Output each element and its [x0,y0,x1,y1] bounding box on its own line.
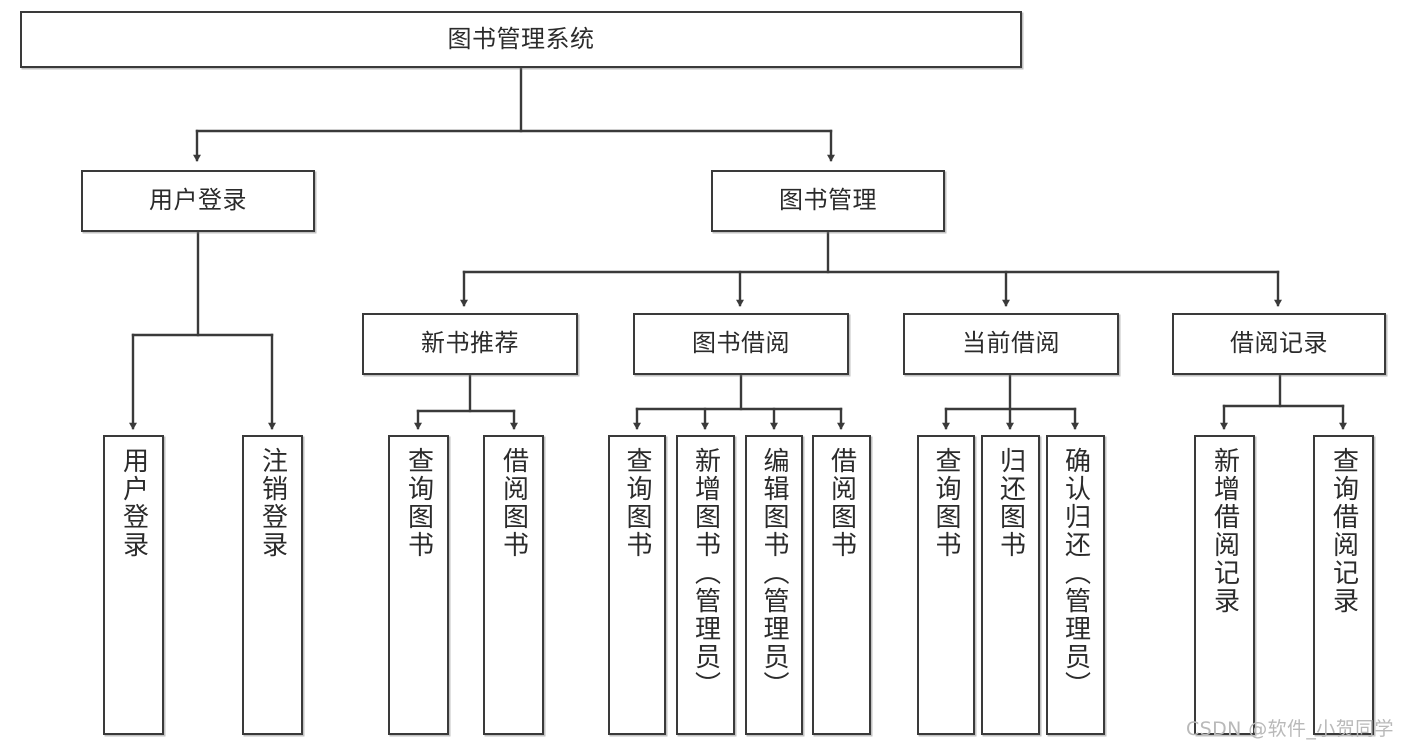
node-leaf-query-borrow-record-label: 查询借阅记录 [1328,447,1359,615]
node-leaf-add-borrow-record-label: 新增借阅记录 [1209,447,1240,615]
node-current-borrow[interactable]: 当前借阅 [903,313,1119,375]
node-leaf-user-login-label: 用户登录 [118,447,149,559]
node-leaf-query-book-borrow-label: 查询图书 [622,447,652,559]
node-book-borrow[interactable]: 图书借阅 [633,313,849,375]
node-leaf-query-book-current-label: 查询图书 [931,447,961,559]
node-book-management-label: 图书管理 [779,186,877,215]
node-current-borrow-label: 当前借阅 [962,329,1060,358]
node-leaf-edit-book-admin-label: 编辑图书（管理员） [759,447,789,699]
node-root[interactable]: 图书管理系统 [20,11,1022,68]
node-leaf-borrow-book-borrow-label: 借阅图书 [826,447,857,559]
node-leaf-borrow-book-newbook[interactable]: 借阅图书 [483,435,544,735]
node-user-login[interactable]: 用户登录 [81,170,315,232]
node-leaf-borrow-book-newbook-label: 借阅图书 [498,447,529,559]
node-leaf-query-book-newbook-label: 查询图书 [403,447,434,559]
node-leaf-logout[interactable]: 注销登录 [242,435,303,735]
node-new-book-recommend-label: 新书推荐 [421,329,519,358]
node-book-management[interactable]: 图书管理 [711,170,945,232]
node-leaf-confirm-return-admin[interactable]: 确认归还（管理员） [1046,435,1105,735]
node-new-book-recommend[interactable]: 新书推荐 [362,313,578,375]
node-borrow-record[interactable]: 借阅记录 [1172,313,1386,375]
node-leaf-return-book[interactable]: 归还图书 [981,435,1040,735]
node-leaf-borrow-book-borrow[interactable]: 借阅图书 [812,435,871,735]
node-leaf-edit-book-admin[interactable]: 编辑图书（管理员） [745,435,803,735]
node-leaf-return-book-label: 归还图书 [995,447,1026,559]
node-leaf-add-book-admin[interactable]: 新增图书（管理员） [676,435,735,735]
node-leaf-add-book-admin-label: 新增图书（管理员） [690,447,721,699]
node-leaf-confirm-return-admin-label: 确认归还（管理员） [1060,447,1091,699]
node-leaf-logout-label: 注销登录 [257,447,288,559]
node-leaf-query-book-current[interactable]: 查询图书 [917,435,975,735]
node-leaf-user-login[interactable]: 用户登录 [103,435,164,735]
node-user-login-label: 用户登录 [149,186,247,215]
watermark: CSDN @软件_小贺同学 [1186,718,1394,740]
node-borrow-record-label: 借阅记录 [1230,329,1328,358]
node-leaf-query-borrow-record[interactable]: 查询借阅记录 [1313,435,1374,735]
node-book-borrow-label: 图书借阅 [692,329,790,358]
node-leaf-query-book-borrow[interactable]: 查询图书 [608,435,666,735]
node-root-label: 图书管理系统 [447,24,595,53]
node-leaf-add-borrow-record[interactable]: 新增借阅记录 [1194,435,1255,735]
node-leaf-query-book-newbook[interactable]: 查询图书 [388,435,449,735]
